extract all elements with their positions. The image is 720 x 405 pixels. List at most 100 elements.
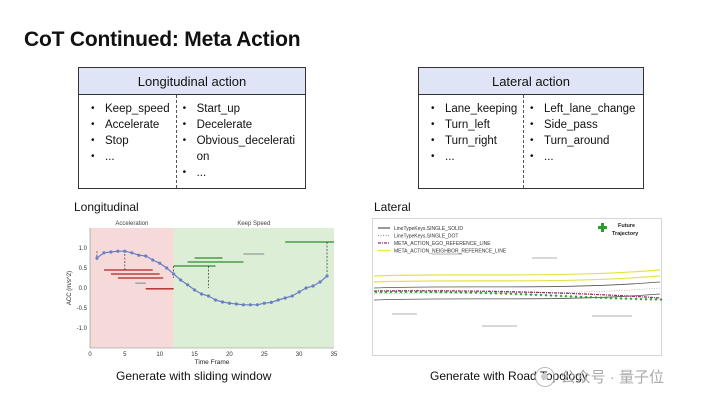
y-tick-label: -1.0: [77, 326, 88, 332]
trajectory-point: [609, 296, 613, 300]
trajectory-point: [599, 296, 603, 300]
y-tick-label: 0.0: [79, 286, 88, 292]
list-item: Keep_speed: [91, 101, 170, 117]
trajectory-point: [639, 297, 643, 301]
trajectory-point: [579, 295, 583, 299]
list-item: Decelerate: [183, 117, 299, 133]
acc-data-point: [269, 300, 273, 304]
road-line-0: [373, 269, 661, 277]
x-tick-label: 0: [88, 352, 92, 358]
list-item: ...: [530, 149, 635, 165]
lateral-action-box: Lateral action Lane_keeping Turn_left Tu…: [418, 67, 644, 189]
trajectory-point: [434, 290, 438, 294]
legend-label: LineTypeKeys.SINGLE_DOT: [394, 234, 458, 240]
trajectory-point: [539, 293, 543, 297]
trajectory-point: [394, 290, 398, 294]
trajectory-point: [459, 290, 463, 294]
acc-data-point: [241, 303, 245, 307]
trajectory-point: [509, 292, 513, 296]
ego-reference-line: [373, 290, 661, 299]
longitudinal-action-box: Longitudinal action Keep_speed Accelerat…: [78, 67, 306, 189]
list-item: Obvious_deceleration: [183, 133, 299, 165]
acc-data-point: [151, 258, 155, 262]
road-line-4: [373, 293, 661, 301]
trajectory-point: [449, 290, 453, 294]
trajectory-point: [549, 293, 553, 297]
trajectory-point: [649, 297, 653, 301]
acc-data-point: [206, 294, 211, 298]
x-tick-label: 5: [123, 352, 127, 358]
trajectory-marker-icon: [598, 223, 607, 232]
y-tick-label: 1.0: [79, 246, 88, 252]
acc-data-point: [318, 280, 322, 284]
acc-data-point: [165, 266, 169, 270]
trajectory-point: [429, 290, 433, 294]
acc-data-point: [179, 278, 183, 282]
trajectory-point: [379, 290, 383, 294]
list-item: Start_up: [183, 101, 299, 117]
trajectory-point: [529, 293, 533, 297]
lateral-right-column: Left_lane_change Side_pass Turn_around .…: [523, 95, 641, 188]
trajectory-point: [499, 291, 503, 295]
acc-data-point: [213, 298, 218, 302]
list-item: Turn_left: [431, 117, 517, 133]
x-tick-label: 25: [261, 352, 268, 358]
acc-data-point: [158, 261, 162, 265]
acc-data-point: [297, 290, 301, 294]
trajectory-point: [419, 290, 423, 294]
list-item: Left_lane_change: [530, 101, 635, 117]
road-line-2: [373, 281, 661, 289]
list-item: Stop: [91, 133, 170, 149]
y-tick-label: 0.5: [79, 266, 88, 272]
acc-data-point: [311, 284, 315, 288]
legend-label: LineTypeKeys.SINGLE_SOLID: [394, 226, 463, 232]
acc-series-line: [96, 250, 328, 306]
acc-data-point: [116, 249, 120, 253]
x-tick-label: 20: [226, 352, 233, 358]
trajectory-point: [519, 292, 523, 296]
x-tick-label: 15: [191, 352, 198, 358]
trajectory-point: [404, 290, 408, 294]
trajectory-point: [559, 294, 563, 298]
trajectory-point: [444, 290, 448, 294]
acc-data-point: [248, 303, 252, 307]
list-item: Accelerate: [91, 117, 170, 133]
trajectory-point: [384, 290, 388, 294]
longitudinal-label: Longitudinal: [74, 200, 139, 214]
trajectory-point: [514, 292, 518, 296]
acc-data-point: [199, 292, 204, 296]
acc-data-point: [290, 294, 294, 298]
list-item: Side_pass: [530, 117, 635, 133]
acc-data-point: [304, 286, 308, 290]
acc-data-point: [102, 251, 106, 255]
wechat-icon: [534, 366, 555, 387]
acc-data-point: [172, 272, 176, 276]
region-label: Acceleration: [115, 221, 148, 227]
trajectory-point: [479, 291, 483, 295]
trajectory-point: [569, 294, 573, 298]
trajectory-point: [589, 295, 593, 299]
list-item: Turn_around: [530, 133, 635, 149]
trajectory-point: [399, 290, 403, 294]
lateral-left-column: Lane_keeping Turn_left Turn_right ...: [419, 95, 523, 188]
acc-data-point: [276, 298, 280, 302]
lateral-label: Lateral: [374, 200, 411, 214]
acc-data-point: [137, 253, 141, 257]
acc-data-point: [234, 302, 238, 306]
trajectory-point: [469, 291, 473, 295]
lateral-box-header: Lateral action: [419, 68, 643, 95]
trajectory-point: [409, 290, 413, 294]
trajectory-point: [654, 297, 658, 301]
trajectory-point: [574, 295, 578, 299]
trajectory-point: [484, 291, 488, 295]
trajectory-point: [389, 290, 393, 294]
acc-data-point: [109, 250, 113, 254]
trajectory-point: [594, 296, 598, 300]
longitudinal-caption: Generate with sliding window: [116, 369, 272, 383]
trajectory-point: [544, 293, 548, 297]
trajectory-point: [564, 294, 568, 298]
longitudinal-left-column: Keep_speed Accelerate Stop ...: [79, 95, 176, 188]
acc-data-point: [255, 303, 259, 307]
x-tick-label: 10: [156, 352, 163, 358]
